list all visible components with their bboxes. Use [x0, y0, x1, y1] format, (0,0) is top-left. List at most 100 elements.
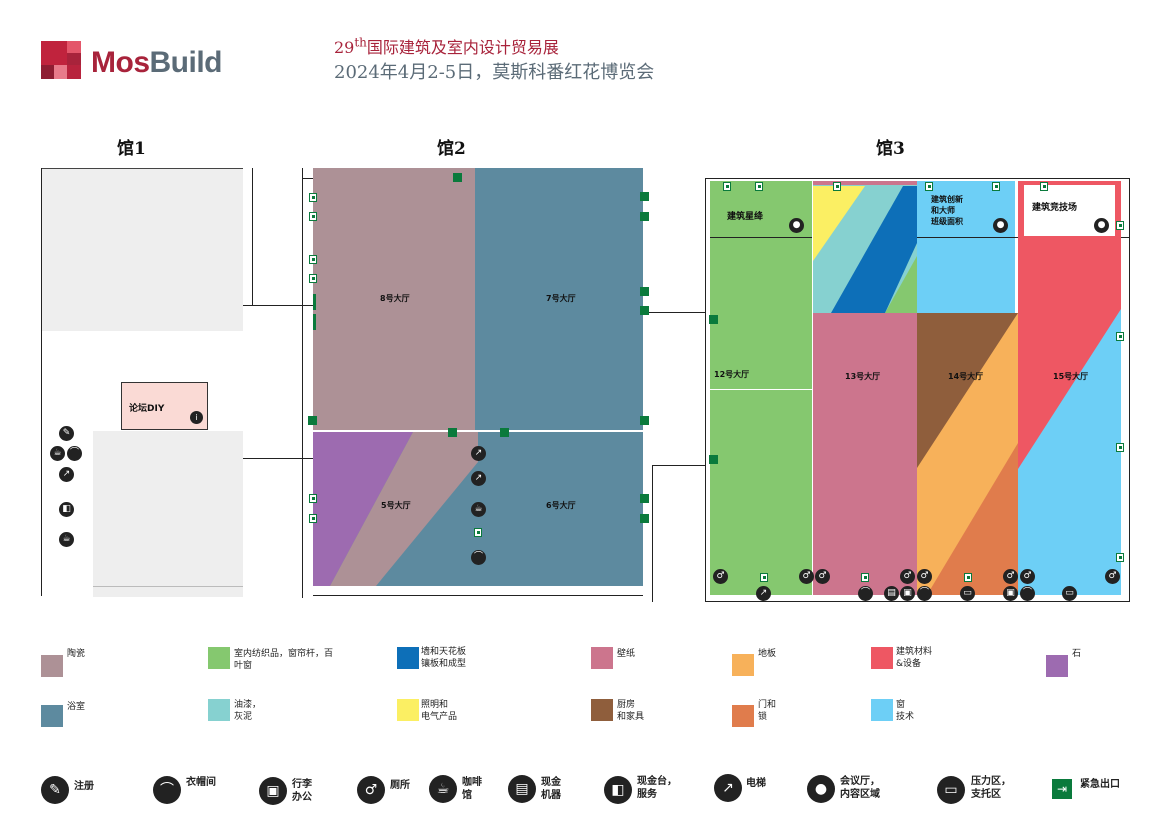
atm-icon: ▤ — [508, 775, 536, 803]
door — [313, 314, 316, 330]
key-emergency-exit-label: 紧急出口 — [1080, 779, 1120, 790]
edition-title: 29th国际建筑及室内设计贸易展 — [334, 35, 559, 57]
hall-14-floor — [917, 313, 1018, 595]
exit-sign-icon — [861, 573, 869, 582]
exit-sign-icon — [755, 182, 763, 191]
conference-icon[interactable]: ● — [789, 218, 804, 233]
toilet-icon[interactable]: ♂ — [713, 569, 728, 584]
exit-sign-icon — [992, 182, 1000, 191]
key-luggage-label: 行李 办公 — [292, 779, 312, 803]
registration-icon: ✎ — [41, 776, 69, 804]
cash-desk-icon[interactable]: ◧ — [59, 502, 74, 517]
toilet-icon[interactable]: ♂ — [917, 569, 932, 584]
info-icon[interactable]: i — [190, 411, 203, 424]
door — [709, 455, 718, 464]
cloakroom-icon[interactable]: ⌒ — [471, 550, 486, 565]
conference-icon[interactable]: ● — [993, 218, 1008, 233]
toilet-icon[interactable]: ♂ — [799, 569, 814, 584]
pavilion-2-wall — [313, 595, 643, 596]
cloakroom-icon[interactable]: ⌒ — [858, 586, 873, 601]
cafe-icon[interactable]: ☕ — [50, 446, 65, 461]
escalator-icon[interactable]: ↗ — [59, 467, 74, 482]
exit-sign-icon — [723, 182, 731, 191]
luggage-icon[interactable]: ▣ — [900, 586, 915, 601]
legend-swatch-bath — [41, 705, 63, 727]
hall-7[interactable]: 7号大厅 — [475, 168, 643, 430]
forum-diy-label: 论坛DIY — [129, 404, 165, 414]
hall-5-label: 5号大厅 — [381, 501, 411, 510]
legend-label-lighting: 照明和 电气产品 — [421, 700, 458, 722]
passage-line — [643, 312, 705, 313]
toilet-icon[interactable]: ♂ — [1020, 569, 1035, 584]
cafe-icon[interactable]: ☕ — [59, 532, 74, 547]
luggage-icon: ▣ — [259, 777, 287, 805]
hall-8-label: 8号大厅 — [380, 294, 410, 303]
architecture-arena[interactable]: 建筑竞技场 ● — [1024, 185, 1115, 236]
cloakroom-icon[interactable]: ⌒ — [1020, 586, 1035, 601]
cloakroom-icon[interactable]: ⌒ — [917, 586, 932, 601]
legend-swatch-kitchen — [591, 699, 613, 721]
legend-label-windows: 窗 技术 — [896, 700, 915, 722]
exit-sign-icon — [1116, 553, 1124, 562]
toilet-icon[interactable]: ♂ — [1105, 569, 1120, 584]
atm-icon[interactable]: ▤ — [884, 586, 899, 601]
key-atm-label: 现金 机器 — [541, 777, 561, 801]
luggage-icon[interactable]: ▣ — [1003, 586, 1018, 601]
passage-line — [652, 465, 653, 602]
hall-12[interactable]: 12号大厅 — [710, 181, 812, 595]
hall-15-floor — [1018, 237, 1121, 595]
legend-label-kitchen: 厨房 和家具 — [617, 700, 645, 722]
legend-label-textiles: 室内纺织品，窗帘杆，百叶窗 — [234, 649, 334, 671]
legend-label-doors: 门和 锁 — [758, 700, 777, 722]
conference-icon[interactable]: ● — [1094, 218, 1109, 233]
forum-diy-zone[interactable]: 论坛DIY i — [121, 382, 208, 430]
escalator-icon[interactable]: ↗ — [471, 446, 486, 461]
cloakroom-icon: ⌒ — [153, 776, 181, 804]
legend-swatch-floor — [732, 654, 754, 676]
cafe-icon[interactable]: ☕ — [471, 502, 486, 517]
door — [640, 287, 649, 296]
registration-icon[interactable]: ✎ — [59, 426, 74, 441]
hall-8[interactable]: 8号大厅 — [313, 168, 475, 430]
legend-swatch-windows — [871, 699, 893, 721]
door — [709, 315, 718, 324]
door — [640, 494, 649, 503]
press-area-icon[interactable]: ▭ — [960, 586, 975, 601]
key-conference-label: 会议厅， 内容区域 — [840, 776, 880, 800]
exit-sign-icon — [309, 274, 317, 283]
key-cafe-label: 咖啡 馆 — [462, 777, 482, 801]
door — [500, 428, 509, 437]
escalator-icon[interactable]: ↗ — [471, 471, 486, 486]
door — [640, 416, 649, 425]
key-cloakroom-label: 衣帽间 — [186, 777, 216, 788]
escalator-icon[interactable]: ↗ — [756, 586, 771, 601]
exit-sign-icon — [833, 182, 841, 191]
innovation-zone[interactable]: 建筑创新 和大师 班级面积 ● — [917, 181, 1015, 313]
exit-sign-icon — [309, 494, 317, 503]
legend-label-wallpaper: 壁纸 — [617, 649, 636, 659]
toilet-icon: ♂ — [357, 776, 385, 804]
exit-sign-icon — [1116, 221, 1124, 230]
hall-13[interactable]: 13号大厅 — [813, 313, 917, 595]
architecture-stars-label: 建筑星绛 — [727, 212, 764, 222]
key-toilet-label: 厕所 — [390, 780, 410, 791]
exit-sign-icon — [474, 528, 482, 537]
toilet-icon[interactable]: ♂ — [900, 569, 915, 584]
legend-swatch-paints — [208, 699, 230, 721]
hall-14-label: 14号大厅 — [948, 372, 984, 381]
toilet-icon[interactable]: ♂ — [815, 569, 830, 584]
legend-label-stone: 石 — [1072, 649, 1082, 659]
conference-icon: ● — [807, 775, 835, 803]
exit-sign-icon — [309, 255, 317, 264]
zone-divider — [710, 237, 812, 238]
toilet-icon[interactable]: ♂ — [1003, 569, 1018, 584]
legend-swatch-textiles — [208, 647, 230, 669]
press-area-icon[interactable]: ▭ — [1062, 586, 1077, 601]
exit-sign-icon — [309, 212, 317, 221]
legend-label-bath: 浴室 — [67, 702, 86, 712]
legend-swatch-stone — [1046, 655, 1068, 677]
exit-sign-icon — [760, 573, 768, 582]
mosbuild-logo-text: MosBuild — [91, 46, 222, 79]
legend-label-floor: 地板 — [758, 649, 777, 659]
cloakroom-icon[interactable]: ⌒ — [67, 446, 82, 461]
